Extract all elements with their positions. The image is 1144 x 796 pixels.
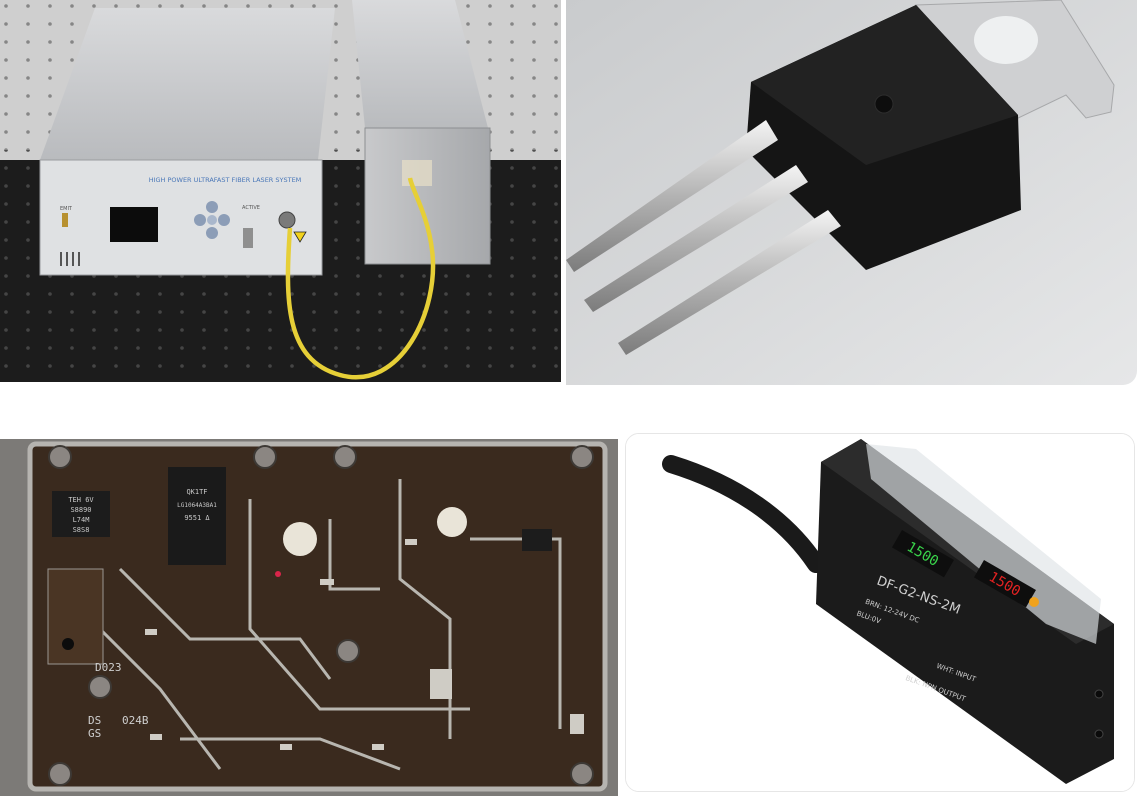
ceramic-disc <box>283 522 317 556</box>
ic-chip <box>168 467 226 565</box>
chip2-line3: 9551 Δ <box>184 514 210 522</box>
status-led <box>1029 597 1039 607</box>
regulator-chip <box>52 491 110 537</box>
pcb-substrate <box>27 441 608 792</box>
key-label: ACTIVE <box>242 205 260 211</box>
fiber-sensor-illustration: 1500 1500 DF-G2-NS-2M BRN: 12-24V DC BLU… <box>626 434 1134 791</box>
chip2-line1: QK1TF <box>186 488 207 496</box>
chip1-line4: S8S8 <box>73 526 90 534</box>
small-chip <box>522 529 552 551</box>
mounting-hole <box>974 16 1038 64</box>
pcb-traces <box>88 479 562 771</box>
chip1-line2: S8890 <box>70 506 91 514</box>
smd-components <box>145 539 584 750</box>
label-024b: 024B <box>122 714 149 727</box>
laser-head-body <box>364 127 491 265</box>
laser-head-top <box>352 0 488 128</box>
chip1-line1: TEH 6V <box>68 496 94 504</box>
vent-slots <box>60 252 80 266</box>
label-gs: GS <box>88 727 101 740</box>
circuit-board-illustration: TEH 6V S8890 L74M S8S8 QK1TF LG1064A3BA1… <box>0 439 618 796</box>
laser-unit-top <box>40 8 335 160</box>
sensor-body <box>816 439 1114 784</box>
fiber-connector <box>278 211 296 229</box>
toggle-switch <box>62 213 68 227</box>
switch-label: EMIT <box>60 206 73 212</box>
ground-pad <box>47 568 104 665</box>
lead-3 <box>618 210 841 355</box>
circuit-board-photo: TEH 6V S8890 L74M S8S8 QK1TF LG1064A3BA1… <box>0 439 618 796</box>
label-ds: DS <box>88 714 101 727</box>
clear-cover <box>866 444 1101 644</box>
laser-front-panel <box>39 159 323 276</box>
lead-1 <box>566 120 778 272</box>
sensor-cable <box>662 455 825 573</box>
display-screen <box>110 207 158 242</box>
chip2-line2: LG1064A3BA1 <box>177 502 217 509</box>
laser-warning-icon <box>293 231 307 243</box>
arrow-keypad <box>194 201 230 239</box>
lead-2 <box>584 165 808 312</box>
fiber-cable <box>285 177 436 380</box>
chip1-line3: L74M <box>73 516 90 524</box>
fiber-sensor-photo: 1500 1500 DF-G2-NS-2M BRN: 12-24V DC BLU… <box>625 433 1135 792</box>
label-d023: D023 <box>95 661 122 674</box>
fiber-laser-photo: HIGH POWER ULTRAFAST FIBER LASER SYSTEM … <box>0 0 561 382</box>
key-switch <box>243 228 253 248</box>
panel-title: HIGH POWER ULTRAFAST FIBER LASER SYSTEM <box>149 176 302 184</box>
fiber-laser-illustration: HIGH POWER ULTRAFAST FIBER LASER SYSTEM … <box>0 0 561 382</box>
transistor-photo <box>566 0 1137 385</box>
mounting-screws <box>48 445 594 786</box>
ceramic-disc <box>437 507 467 537</box>
transistor-illustration <box>566 0 1137 385</box>
red-marker <box>275 571 281 577</box>
